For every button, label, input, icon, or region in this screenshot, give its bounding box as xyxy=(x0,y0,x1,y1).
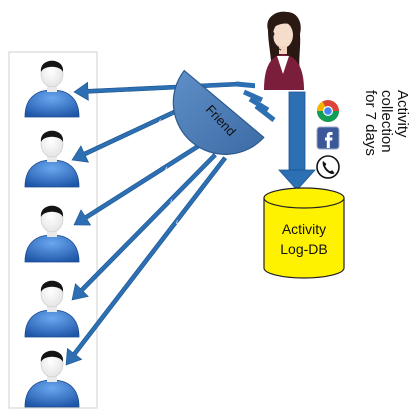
side-label-line-2: collection xyxy=(378,90,395,153)
friend-person-icon xyxy=(24,350,80,408)
share-arrow xyxy=(65,156,228,366)
database-line-2: Log-DB xyxy=(280,241,327,257)
arrow-marker: ^ xyxy=(173,216,183,227)
hub-connector xyxy=(248,96,270,113)
friend-person-icon xyxy=(24,60,80,118)
friend-hub xyxy=(172,69,265,155)
side-label-line-3: for 7 days xyxy=(362,90,379,156)
friend-person-icon xyxy=(24,130,80,188)
side-label-line-1: Activity xyxy=(394,90,411,138)
arrow-marker: ^ xyxy=(156,116,167,125)
hub-connector xyxy=(242,89,264,103)
arrow-marker: ^ xyxy=(167,195,178,206)
share-arrow xyxy=(73,137,210,226)
facebook-icon xyxy=(316,126,340,150)
user-avatar xyxy=(255,5,308,91)
phone-icon xyxy=(316,155,340,179)
friend-person-icon xyxy=(24,280,80,338)
friend-person-icon xyxy=(24,205,80,263)
share-arrow xyxy=(71,153,217,301)
collection-arrow xyxy=(278,91,316,191)
activity-log-database: Activity Log-DB xyxy=(263,187,345,279)
chrome-icon xyxy=(317,100,339,122)
arrow-marker: ^ xyxy=(162,163,173,173)
activity-collection-label: Activity collection for 7 days xyxy=(362,90,411,156)
database-line-1: Activity xyxy=(282,221,326,237)
hub-connector xyxy=(254,104,276,122)
hub-connector xyxy=(235,81,259,89)
